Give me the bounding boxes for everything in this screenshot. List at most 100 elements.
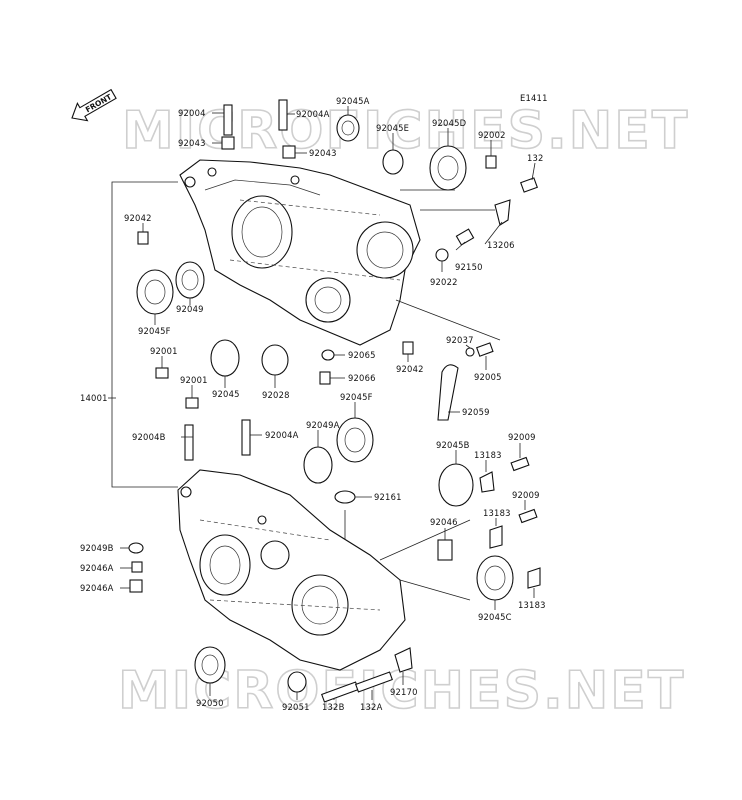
bolt-92001-a — [155, 367, 169, 379]
label-92046a-a: 92046A — [80, 563, 114, 573]
stud-92004a — [278, 99, 288, 131]
label-92049b: 92049B — [80, 543, 114, 553]
plate-13183-b — [489, 525, 503, 549]
label-132a: 132A — [360, 702, 383, 712]
lower-crankcase-half — [177, 469, 406, 671]
bushing-92028 — [261, 344, 289, 376]
label-92045b: 92045B — [436, 440, 470, 450]
plug-92150 — [455, 228, 475, 246]
bolt-92002 — [485, 155, 497, 169]
label-92046: 92046 — [430, 517, 458, 527]
label-92001-a: 92001 — [150, 346, 178, 356]
label-92004a-top: 92004A — [296, 109, 330, 119]
leader-lines — [108, 106, 536, 700]
label-92050: 92050 — [196, 698, 224, 708]
label-92045c: 92045C — [478, 612, 512, 622]
seal-92051 — [287, 671, 307, 693]
bearing-92045a — [336, 114, 360, 142]
hose-92059 — [437, 364, 459, 421]
collar-92046a-a — [131, 561, 143, 573]
dowel-92042-right — [402, 341, 414, 355]
label-92046a-b: 92046A — [80, 583, 114, 593]
label-92004a-mid: 92004A — [265, 430, 299, 440]
label-92150: 92150 — [455, 262, 483, 272]
dowel-92043-left — [221, 136, 235, 150]
label-92037: 92037 — [446, 335, 474, 345]
label-92049a: 92049A — [306, 420, 340, 430]
bearing-92045b — [438, 463, 474, 507]
bearing-92045f-left — [136, 269, 174, 315]
label-92009-a: 92009 — [508, 432, 536, 442]
diagram-code: E1411 — [520, 93, 548, 103]
label-92045f-right: 92045F — [340, 392, 373, 402]
label-13183-b: 13183 — [483, 508, 511, 518]
label-13206: 13206 — [487, 240, 515, 250]
label-14001: 14001 — [80, 393, 108, 403]
clamp-92170 — [394, 647, 413, 673]
bolt-132 — [520, 177, 538, 193]
fitting-92005 — [476, 342, 494, 357]
parts — [128, 99, 541, 703]
cap-92161 — [334, 490, 356, 504]
label-92049: 92049 — [176, 304, 204, 314]
dowel-92042-left — [137, 231, 149, 245]
bracket-13206 — [494, 199, 511, 226]
label-13183-a: 13183 — [474, 450, 502, 460]
label-13183-c: 13183 — [518, 600, 546, 610]
label-92045e: 92045E — [376, 123, 409, 133]
washer-92049b — [128, 542, 144, 554]
label-92022: 92022 — [430, 277, 458, 287]
bearing-92045 — [210, 339, 240, 377]
plug-92066 — [319, 371, 331, 385]
label-92065: 92065 — [348, 350, 376, 360]
label-92009-b: 92009 — [512, 490, 540, 500]
label-92004-top: 92004 — [178, 108, 206, 118]
plate-13183-a — [479, 471, 495, 493]
washer-92065 — [321, 349, 335, 361]
plate-13183-c — [527, 567, 541, 589]
bearing-92045d — [429, 145, 467, 191]
bolt-92001-b — [185, 397, 199, 409]
front-arrow-icon: FRONT — [71, 88, 117, 122]
dowel-92043-right — [282, 145, 296, 159]
label-92170: 92170 — [390, 687, 418, 697]
screw-92009-b — [518, 508, 538, 524]
bearing-92045e — [382, 149, 404, 175]
seal-92050 — [194, 646, 226, 684]
watermark-top: MICROFICHES.NET — [122, 101, 689, 161]
screw-92009-a — [510, 456, 530, 472]
label-92051: 92051 — [282, 702, 310, 712]
needle-bearing-92046 — [437, 539, 453, 561]
bearing-92045c — [476, 555, 514, 601]
label-92045a: 92045A — [336, 96, 370, 106]
label-92005: 92005 — [474, 372, 502, 382]
label-92043-right: 92043 — [309, 148, 337, 158]
bearing-92045f-right — [336, 417, 374, 463]
seal-92049a — [303, 446, 333, 484]
washer-92022 — [435, 248, 449, 262]
stud-92004a-mid — [241, 419, 251, 456]
upper-crankcase-half — [179, 159, 421, 346]
label-92045d: 92045D — [432, 118, 466, 128]
label-92066: 92066 — [348, 373, 376, 383]
seal-92049 — [175, 261, 205, 299]
label-132b: 132B — [322, 702, 345, 712]
label-92001-b: 92001 — [180, 375, 208, 385]
label-92059: 92059 — [462, 407, 490, 417]
bolt-132a — [355, 671, 393, 693]
part-labels: 92004 92004A 92045A 92043 92043 92045E 9… — [80, 96, 546, 712]
label-92045: 92045 — [212, 389, 240, 399]
front-label: FRONT — [84, 92, 114, 115]
label-92045f-left: 92045F — [138, 326, 171, 336]
label-92161: 92161 — [374, 492, 402, 502]
label-92004b: 92004B — [132, 432, 166, 442]
label-92042-right: 92042 — [396, 364, 424, 374]
label-132-top: 132 — [527, 153, 544, 163]
label-92028: 92028 — [262, 390, 290, 400]
label-92043-left: 92043 — [178, 138, 206, 148]
stud-92004b — [184, 424, 194, 461]
stud-92004 — [223, 104, 233, 136]
collar-92046a-b — [129, 579, 143, 593]
label-92002: 92002 — [478, 130, 506, 140]
